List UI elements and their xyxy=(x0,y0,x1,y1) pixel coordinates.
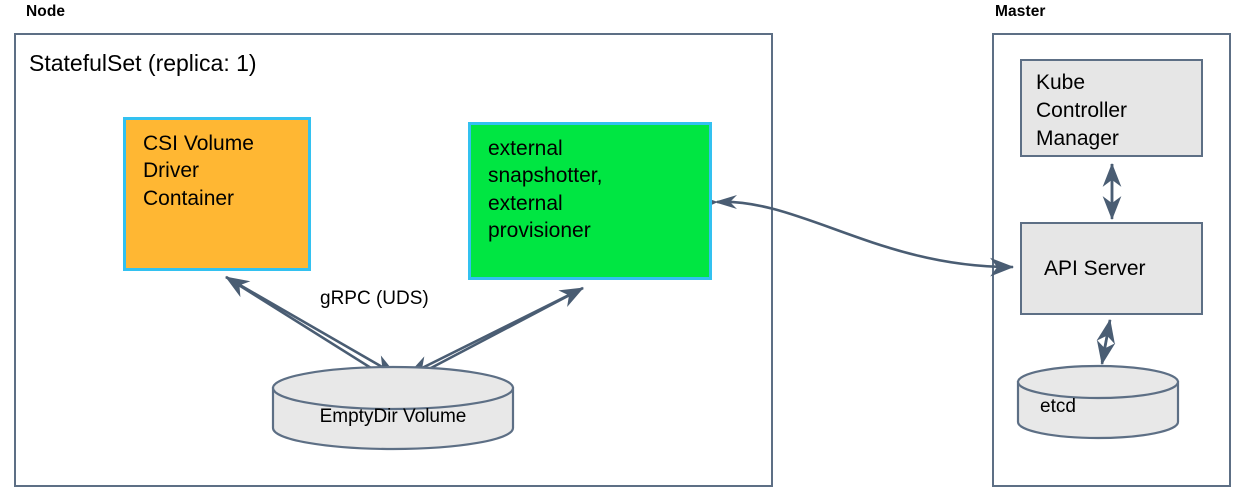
external-sidecar-line-3: external xyxy=(488,191,563,215)
kcm-line-2: Controller xyxy=(1036,98,1128,122)
grpc-uds-edge-label: gRPC (UDS) xyxy=(320,288,429,309)
csi-driver-line-3: Container xyxy=(143,186,235,210)
external-sidecar-line-4: provisioner xyxy=(488,218,591,242)
kcm-line-1: Kube xyxy=(1036,71,1086,94)
emptydir-volume-label: EmptyDir Volume xyxy=(319,406,467,427)
statefulset-title: StatefulSet (replica: 1) xyxy=(29,50,257,76)
api-server-label: API Server xyxy=(1044,256,1146,280)
kcm-line-3: Manager xyxy=(1036,126,1119,150)
external-snapshotter-provisioner-container[interactable]: external snapshotter, external provision… xyxy=(468,122,712,280)
master-group-label: Master xyxy=(995,3,1046,20)
csi-driver-line-1: CSI Volume xyxy=(143,132,254,155)
etcd-label: etcd xyxy=(1040,396,1076,417)
csi-driver-line-2: Driver xyxy=(143,159,199,183)
api-server-box[interactable]: API Server xyxy=(1020,222,1203,315)
external-sidecar-line-2: snapshotter, xyxy=(488,164,603,188)
node-group-label: Node xyxy=(26,3,66,20)
external-sidecar-line-1: external xyxy=(488,137,563,160)
kube-controller-manager-box[interactable]: Kube Controller Manager xyxy=(1020,59,1203,157)
csi-volume-driver-container[interactable]: CSI Volume Driver Container xyxy=(123,117,311,271)
